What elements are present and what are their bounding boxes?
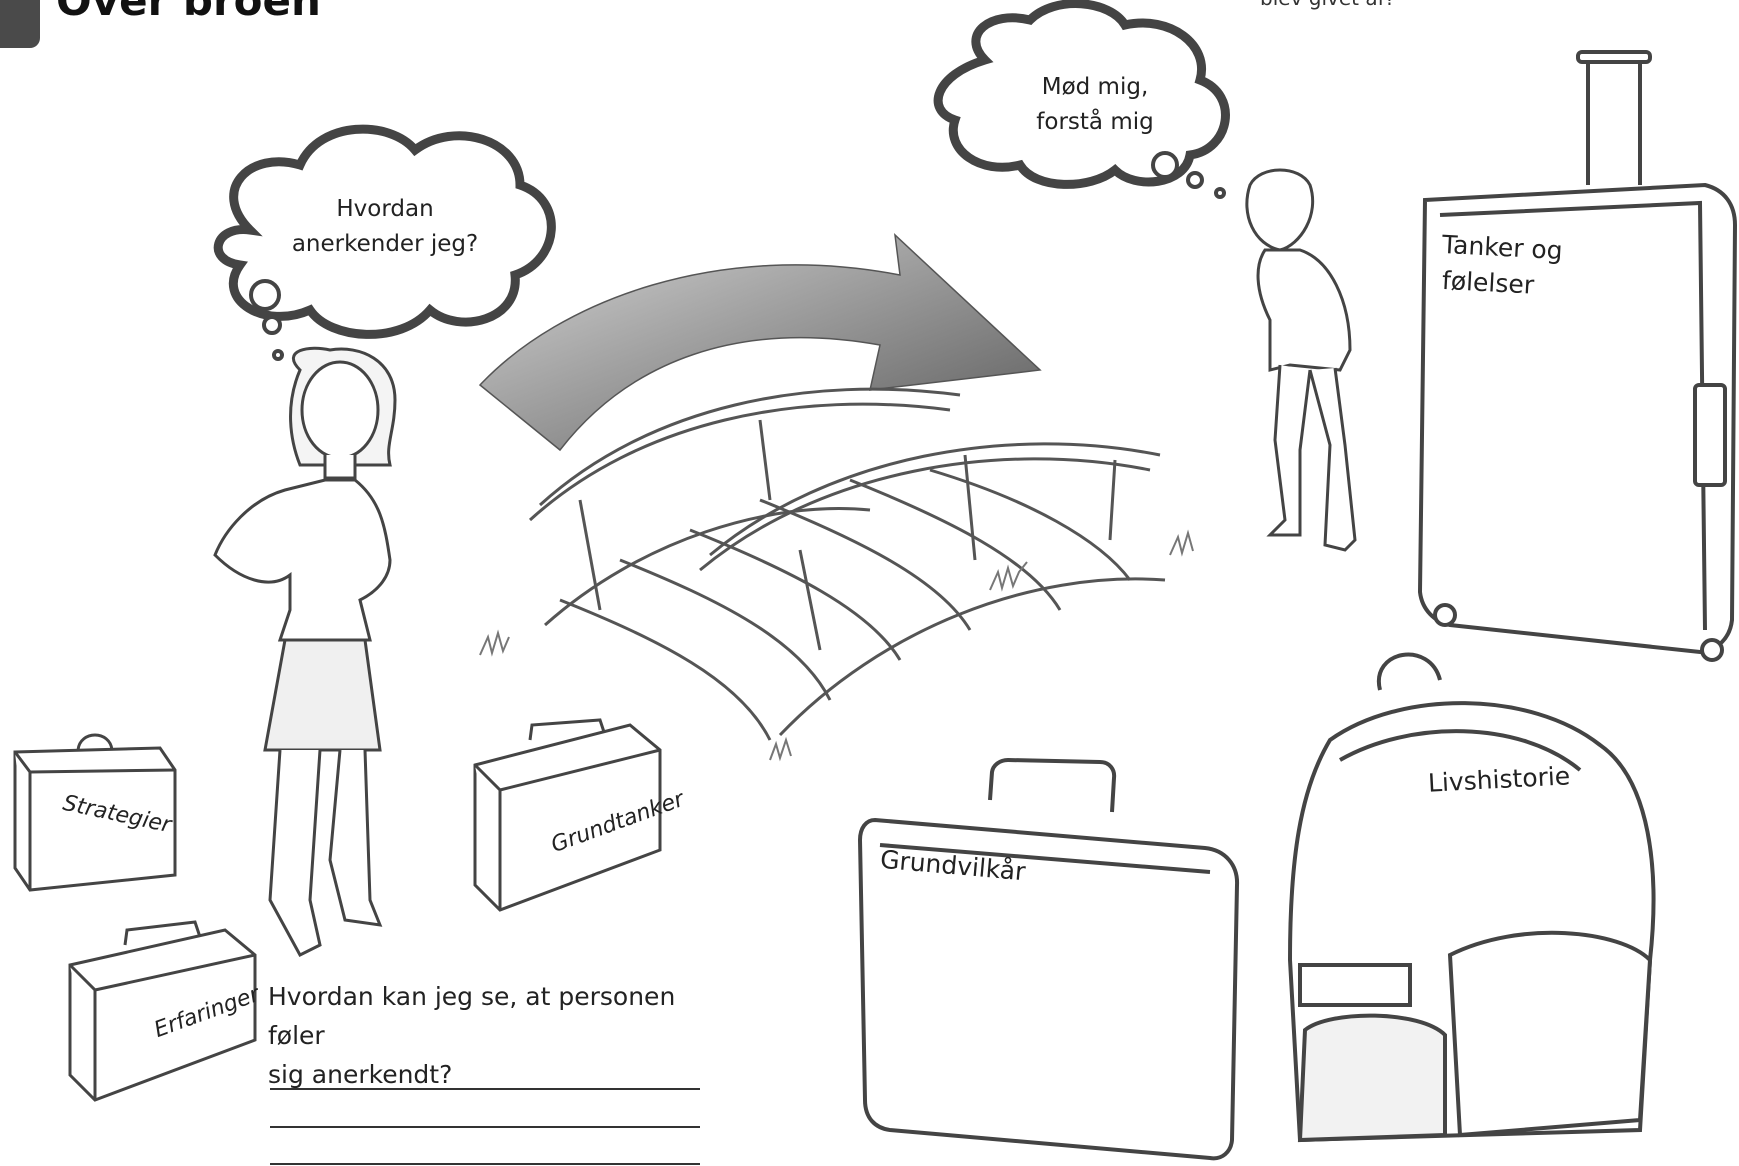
bridge (530, 389, 1165, 740)
trolley-suitcase (1420, 52, 1735, 660)
answer-line-2[interactable] (270, 1126, 700, 1128)
thought-left-line2: anerkender jeg? (270, 227, 500, 262)
thought-left-line1: Hvordan (270, 192, 500, 227)
label-tanker-line2: følelser (1441, 263, 1563, 306)
arrow-shape (480, 235, 1040, 450)
woman-figure (215, 348, 395, 955)
thought-right-line1: Mød mig, (1005, 70, 1185, 105)
thought-right: Mød mig, forstå mig (1005, 70, 1185, 139)
answer-line-3[interactable] (270, 1163, 700, 1165)
thought-left: Hvordan anerkender jeg? (270, 192, 500, 261)
thought-right-line2: forstå mig (1005, 105, 1185, 140)
question-line1: Hvordan kan jeg se, at personen føler (268, 978, 708, 1056)
label-livshistorie: Livshistorie (1427, 758, 1571, 802)
girl-figure (1247, 170, 1355, 550)
thought-bubbles-left (251, 281, 282, 359)
answer-line-1[interactable] (270, 1088, 700, 1090)
label-tanker-og-foelelser: Tanker og følelser (1442, 230, 1563, 303)
backpack (1290, 655, 1653, 1140)
briefcase-grundvilkaar (860, 760, 1237, 1158)
reflection-question: Hvordan kan jeg se, at personen føler si… (268, 978, 708, 1094)
